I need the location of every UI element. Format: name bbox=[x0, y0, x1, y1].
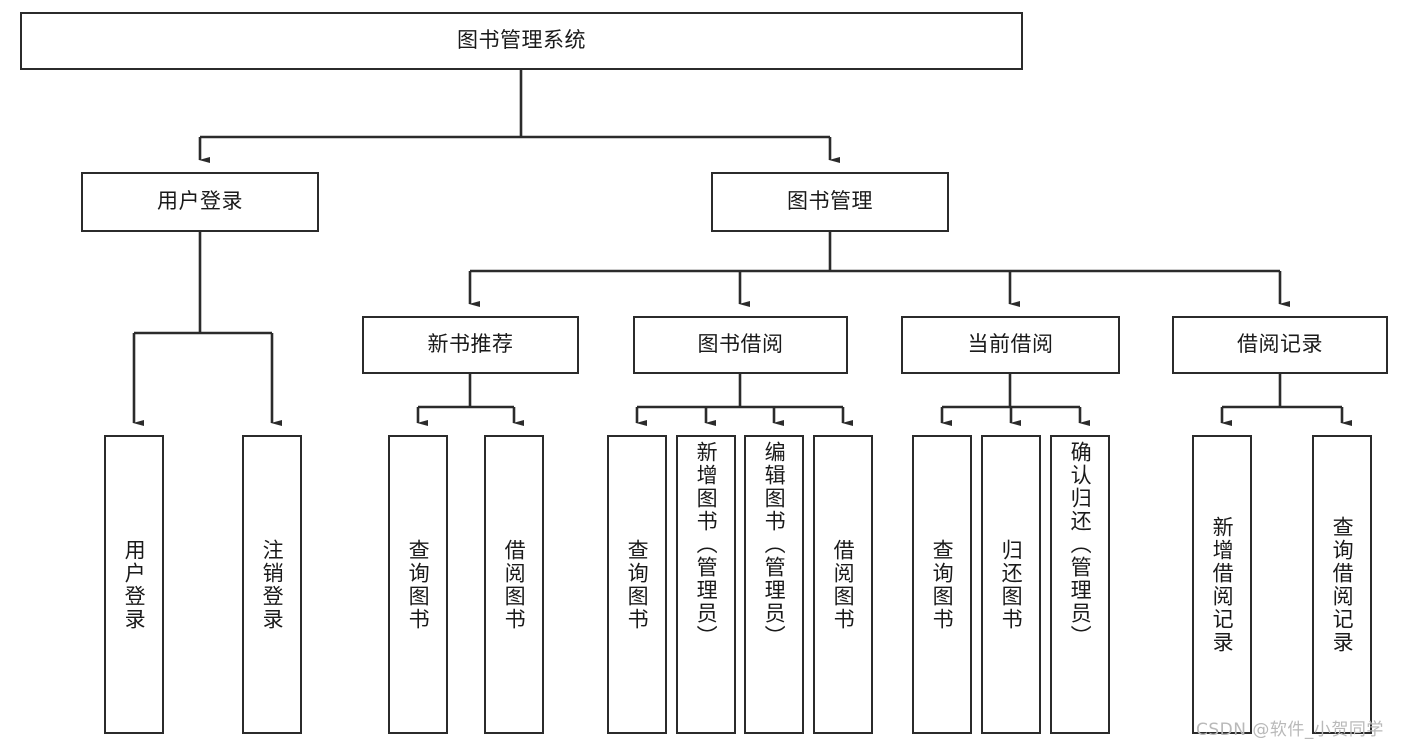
node-leaf-confirm-return-admin[interactable]: 确认归还（管理员） bbox=[1050, 435, 1110, 734]
node-leaf-borrow-book-b[interactable]: 借阅图书 bbox=[813, 435, 873, 734]
node-book-borrow-label: 图书借阅 bbox=[697, 332, 784, 357]
node-current-borrow-label: 当前借阅 bbox=[967, 332, 1054, 357]
node-leaf-borrow-book-a[interactable]: 借阅图书 bbox=[484, 435, 544, 734]
node-leaf-query-borrow-record-label: 查询借阅记录 bbox=[1330, 515, 1355, 654]
node-leaf-query-book-a[interactable]: 查询图书 bbox=[388, 435, 448, 734]
node-leaf-add-borrow-record[interactable]: 新增借阅记录 bbox=[1192, 435, 1252, 734]
node-leaf-edit-book-admin-label: 编辑图书（管理员） bbox=[762, 441, 787, 648]
node-leaf-query-borrow-record[interactable]: 查询借阅记录 bbox=[1312, 435, 1372, 734]
node-leaf-query-book-c[interactable]: 查询图书 bbox=[912, 435, 972, 734]
node-root[interactable]: 图书管理系统 bbox=[20, 12, 1023, 70]
node-leaf-query-book-b[interactable]: 查询图书 bbox=[607, 435, 667, 734]
node-leaf-query-book-b-label: 查询图书 bbox=[625, 538, 650, 631]
node-leaf-add-book-admin[interactable]: 新增图书（管理员） bbox=[676, 435, 736, 734]
node-leaf-edit-book-admin[interactable]: 编辑图书（管理员） bbox=[744, 435, 804, 734]
node-leaf-query-book-a-label: 查询图书 bbox=[406, 538, 431, 631]
node-leaf-borrow-book-a-label: 借阅图书 bbox=[502, 538, 527, 631]
node-leaf-confirm-return-admin-label: 确认归还（管理员） bbox=[1068, 441, 1093, 648]
node-book-manage[interactable]: 图书管理 bbox=[711, 172, 949, 232]
node-book-borrow[interactable]: 图书借阅 bbox=[633, 316, 848, 374]
node-new-book-recommend[interactable]: 新书推荐 bbox=[362, 316, 579, 374]
node-leaf-user-login[interactable]: 用户登录 bbox=[104, 435, 164, 734]
node-leaf-borrow-book-b-label: 借阅图书 bbox=[831, 538, 856, 631]
node-user-login-label: 用户登录 bbox=[157, 189, 243, 214]
node-user-login[interactable]: 用户登录 bbox=[81, 172, 319, 232]
node-leaf-logout[interactable]: 注销登录 bbox=[242, 435, 302, 734]
node-leaf-add-borrow-record-label: 新增借阅记录 bbox=[1210, 515, 1235, 654]
node-borrow-record[interactable]: 借阅记录 bbox=[1172, 316, 1388, 374]
node-book-manage-label: 图书管理 bbox=[787, 189, 873, 214]
node-leaf-query-book-c-label: 查询图书 bbox=[930, 538, 955, 631]
node-borrow-record-label: 借阅记录 bbox=[1237, 332, 1323, 357]
node-new-book-recommend-label: 新书推荐 bbox=[427, 332, 514, 357]
node-leaf-return-book-label: 归还图书 bbox=[999, 538, 1024, 631]
node-leaf-logout-label: 注销登录 bbox=[260, 538, 285, 631]
node-current-borrow[interactable]: 当前借阅 bbox=[901, 316, 1120, 374]
node-leaf-return-book[interactable]: 归还图书 bbox=[981, 435, 1041, 734]
node-leaf-add-book-admin-label: 新增图书（管理员） bbox=[694, 441, 719, 648]
node-root-label: 图书管理系统 bbox=[457, 28, 586, 53]
watermark-label: CSDN @软件_小贺同学 bbox=[1196, 720, 1384, 740]
node-leaf-user-login-label: 用户登录 bbox=[122, 538, 147, 631]
